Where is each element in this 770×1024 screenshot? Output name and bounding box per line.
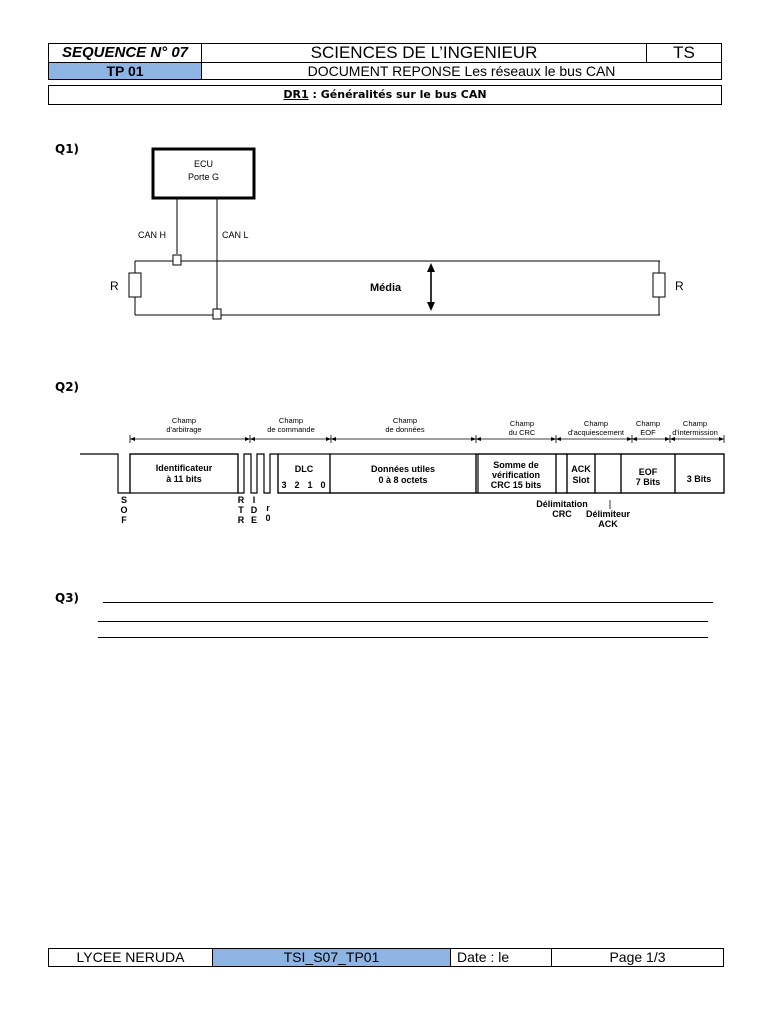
media-label: Média: [370, 282, 402, 294]
ide-letter-d: D: [251, 505, 258, 515]
footer-table: LYCEE NERUDA TSI_S07_TP01 Date : le Page…: [48, 948, 724, 967]
class-level: TS: [646, 43, 722, 63]
ack-delimiter-line2: ACK: [598, 519, 618, 529]
media-double-arrow: [427, 263, 435, 311]
document-code: TSI_S07_TP01: [212, 948, 451, 967]
answer-line-3[interactable]: [98, 637, 708, 638]
dlc-bit-0: 0: [320, 480, 325, 490]
dlc-label: DLC: [295, 464, 314, 474]
field-data-line2: de données: [385, 425, 424, 434]
eof-line2: 7 Bits: [636, 477, 661, 487]
field-arbitration-line2: d'arbitrage: [166, 425, 201, 434]
tp-number: TP 01: [48, 62, 202, 80]
identifier-line2: à 11 bits: [166, 474, 202, 484]
crc-delimitation-line1: Délimitation: [536, 499, 588, 509]
dr-title: : Généralités sur le bus CAN: [308, 88, 487, 101]
rtr-letter-r1: R: [238, 495, 245, 505]
can-bus-wiring-diagram: ECU Porte G CAN H CAN L R R Média: [110, 147, 684, 320]
dlc-bit-2: 2: [294, 480, 299, 490]
intermission-field: [674, 453, 725, 494]
r0-letter-r: r: [266, 503, 270, 513]
right-resistor: [652, 272, 666, 298]
data-line2: 0 à 8 octets: [378, 475, 427, 485]
rtr-letter-t: T: [238, 505, 244, 515]
right-resistor-label: R: [675, 279, 684, 293]
ack-delimiter-bit: [594, 453, 622, 494]
field-ack-line1: Champ: [584, 419, 608, 428]
eof-line1: EOF: [639, 467, 658, 477]
ide-letter-i: I: [253, 495, 256, 505]
dr-title-box: DR1 : Généralités sur le bus CAN: [48, 85, 722, 105]
question-2-label: Q2): [55, 380, 80, 394]
sequence-number: SEQUENCE N° 07: [48, 43, 202, 63]
data-line1: Données utiles: [371, 464, 435, 474]
field-eof-line1: Champ: [636, 419, 660, 428]
can-l-label: CAN L: [222, 230, 249, 240]
header-table: SEQUENCE N° 07 SCIENCES DE L’INGENIEUR T…: [48, 43, 722, 80]
page-number: Page 1/3: [551, 948, 724, 967]
answer-line-1[interactable]: [103, 602, 713, 603]
identifier-field: [129, 453, 239, 494]
document-title: DOCUMENT REPONSE Les réseaux le bus CAN: [201, 62, 722, 80]
dr-code: DR1: [283, 88, 309, 101]
can-l-junction: [212, 308, 222, 320]
sof-letter-f: F: [121, 515, 127, 525]
field-intermission-line2: d'intermission: [672, 428, 718, 437]
field-crc-line1: Champ: [510, 419, 534, 428]
can-h-label: CAN H: [138, 230, 166, 240]
question-3-label: Q3): [55, 591, 80, 605]
answer-line-2[interactable]: [98, 621, 708, 622]
crc-line3: CRC 15 bits: [491, 480, 542, 490]
sof-letter-s: S: [121, 495, 127, 505]
ack-delimiter-line1: Délimiteur: [586, 509, 631, 519]
question-1-label: Q1): [55, 142, 80, 156]
crc-delimiter-bit: [555, 453, 568, 494]
ack-line1: ACK: [571, 464, 591, 474]
intermission-label: 3 Bits: [687, 474, 712, 484]
crc-line2: vérification: [492, 470, 540, 480]
dlc-bit-1: 1: [307, 480, 312, 490]
ecu-label: ECU: [194, 159, 213, 169]
ack-line2: Slot: [573, 475, 590, 485]
r0-letter-0: 0: [265, 513, 270, 523]
left-resistor: [128, 272, 142, 298]
field-dimension-arrows: [129, 435, 725, 443]
field-control-line1: Champ: [279, 416, 303, 425]
field-control-line2: de commande: [267, 425, 315, 434]
crc-line1: Somme de: [493, 460, 539, 470]
left-resistor-label: R: [110, 279, 119, 293]
rtr-letter-r2: R: [238, 515, 245, 525]
sof-letter-o: O: [120, 505, 127, 515]
crc-delimitation-line2: CRC: [552, 509, 572, 519]
school-name: LYCEE NERUDA: [48, 948, 213, 967]
ide-letter-e: E: [251, 515, 257, 525]
field-data-line1: Champ: [393, 416, 417, 425]
can-frame-diagram: Champ d'arbitrage Champ de commande Cham…: [80, 416, 725, 529]
dlc-bit-3: 3: [281, 480, 286, 490]
field-intermission-line1: Champ: [683, 419, 707, 428]
field-ack-line2: d'acquiescement: [568, 428, 625, 437]
subject-title: SCIENCES DE L’INGENIEUR: [201, 43, 647, 63]
can-h-junction: [172, 254, 182, 266]
ecu-door-label: Porte G: [188, 172, 219, 182]
field-eof-line2: EOF: [640, 428, 656, 437]
field-arbitration-line1: Champ: [172, 416, 196, 425]
identifier-line1: Identificateur: [156, 463, 213, 473]
ecu-box: [151, 147, 256, 200]
field-crc-line2: du CRC: [509, 428, 536, 437]
date-field: Date : le: [450, 948, 552, 967]
